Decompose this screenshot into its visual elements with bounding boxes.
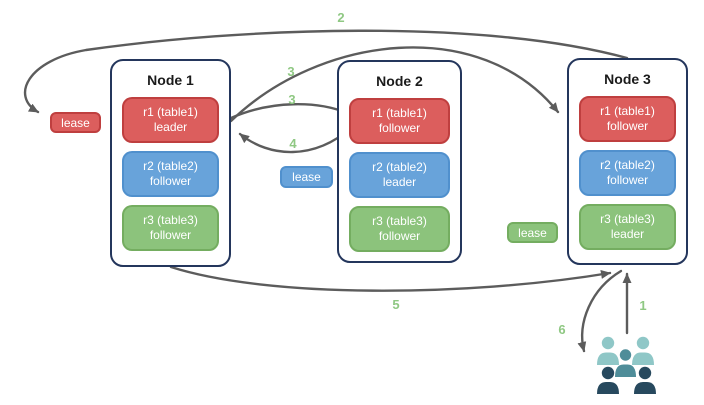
step-label-2: 2	[337, 10, 345, 25]
replica-name: r1 (table1)	[143, 104, 198, 119]
step-label-3a: 3	[287, 64, 295, 79]
replica-role: follower	[378, 121, 421, 135]
step-label-4: 4	[289, 136, 297, 151]
replica-role: leader	[382, 175, 417, 189]
node-2-box: Node 2 r1 (table1) follower r2 (table2) …	[337, 60, 462, 263]
users-group-icon	[597, 336, 656, 394]
node-1-replica-r2: r2 (table2) follower	[122, 151, 219, 197]
replica-name: r3 (table3)	[143, 212, 198, 227]
replica-role: follower	[606, 119, 649, 133]
lease-badge-table1: lease	[50, 112, 101, 133]
replica-name: r1 (table1)	[372, 105, 427, 120]
replica-role: follower	[149, 174, 192, 188]
replica-name: r1 (table1)	[600, 103, 655, 118]
step-label-6: 6	[558, 322, 566, 337]
node-2-replica-r2: r2 (table2) leader	[349, 152, 450, 198]
node-2-title: Node 2	[376, 73, 423, 89]
node-3-replica-r2: r2 (table2) follower	[579, 150, 676, 196]
replica-role: follower	[606, 173, 649, 187]
node-3-box: Node 3 r1 (table1) follower r2 (table2) …	[567, 58, 688, 265]
lease-badge-table3: lease	[507, 222, 558, 243]
replica-name: r2 (table2)	[143, 158, 198, 173]
step-label-1: 1	[639, 298, 647, 313]
replica-role: follower	[149, 228, 192, 242]
node-3-replica-r3: r3 (table3) leader	[579, 204, 676, 250]
arrow-step-3-long	[229, 46, 560, 123]
node-3-replica-r1: r1 (table1) follower	[579, 96, 676, 142]
replica-name: r3 (table3)	[372, 213, 427, 228]
node-1-replica-r1: r1 (table1) leader	[122, 97, 219, 143]
node-1-replica-r3: r3 (table3) follower	[122, 205, 219, 251]
arrow-step-2	[23, 29, 629, 114]
replica-name: r2 (table2)	[600, 157, 655, 172]
step-label-5: 5	[392, 297, 400, 312]
replica-role: leader	[610, 227, 645, 241]
node-1-title: Node 1	[147, 72, 194, 88]
step-label-3b: 3	[288, 92, 296, 107]
node-2-replica-r3: r3 (table3) follower	[349, 206, 450, 252]
node-3-title: Node 3	[604, 71, 651, 87]
replica-role: leader	[153, 120, 188, 134]
lease-badge-table2: lease	[280, 166, 333, 188]
node-1-box: Node 1 r1 (table1) leader r2 (table2) fo…	[110, 59, 231, 267]
replica-role: follower	[378, 229, 421, 243]
node-2-replica-r1: r1 (table1) follower	[349, 98, 450, 144]
arrow-step-5	[169, 265, 612, 292]
arrow-step-3-short	[229, 103, 349, 120]
replica-name: r3 (table3)	[600, 211, 655, 226]
replica-name: r2 (table2)	[372, 159, 427, 174]
arrow-step-6	[577, 269, 623, 353]
